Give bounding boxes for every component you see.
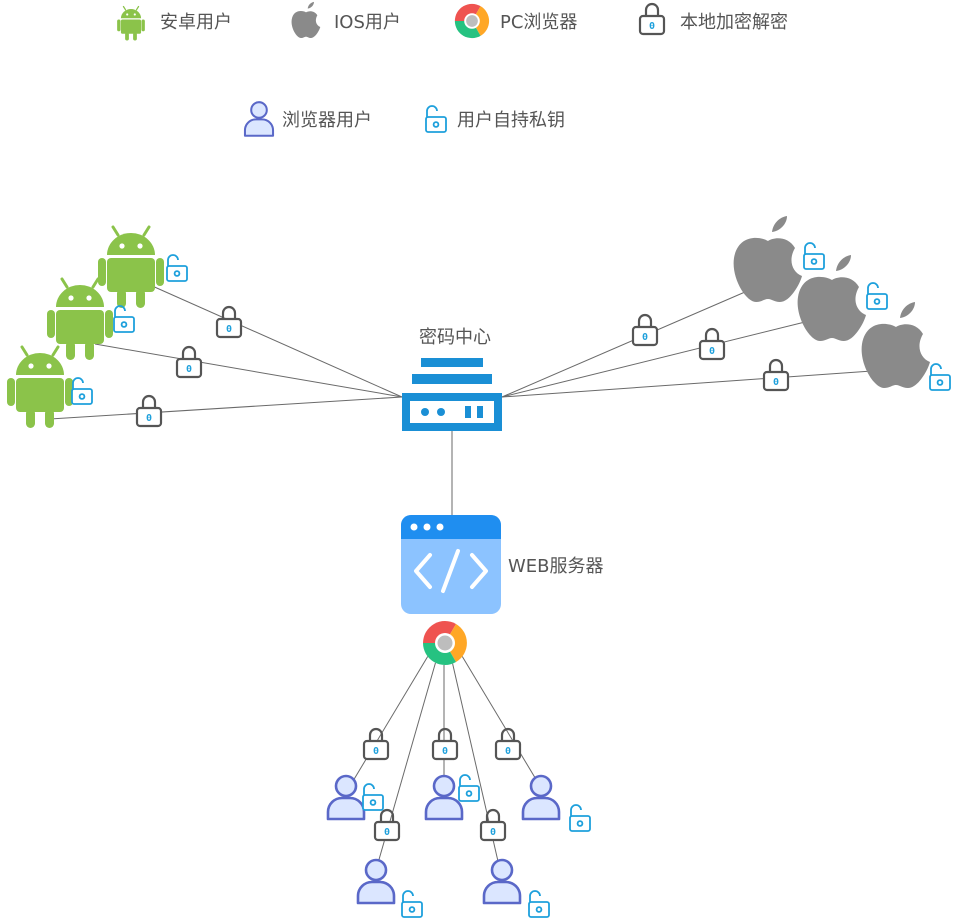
svg-text:0: 0	[709, 346, 715, 357]
legend-label: 本地加密解密	[680, 12, 788, 33]
connection-line	[501, 370, 873, 398]
lock-icon: 0	[638, 2, 666, 36]
connection-line	[149, 284, 403, 398]
ios-clients	[733, 216, 951, 391]
browser-user	[326, 774, 384, 821]
legend-item-pc-browser: PC浏览器	[454, 3, 577, 39]
apple-icon	[733, 216, 802, 302]
svg-text:0: 0	[505, 746, 511, 757]
user-icon	[356, 858, 396, 905]
android-icon	[5, 345, 75, 430]
legend-item-local-crypto: 0 本地加密解密	[638, 2, 788, 36]
lock-icon: 0	[431, 727, 459, 761]
chrome-icon	[454, 3, 490, 39]
svg-text:0: 0	[226, 324, 232, 335]
open-lock-icon	[528, 890, 550, 918]
open-lock-icon	[113, 305, 135, 333]
svg-text:0: 0	[442, 746, 448, 757]
user-icon	[326, 774, 366, 821]
connection-line	[461, 655, 541, 787]
connection-line	[349, 655, 429, 787]
open-lock-icon	[458, 774, 480, 802]
ios-client	[861, 302, 951, 391]
svg-text:0: 0	[649, 21, 655, 32]
connection-line	[501, 291, 746, 398]
open-lock-icon	[71, 377, 93, 405]
svg-text:0: 0	[642, 332, 648, 343]
legend-label: IOS用户	[334, 12, 401, 33]
apple-icon	[861, 302, 930, 388]
lock-icon: 0	[215, 305, 243, 339]
lock-icon: 0	[135, 394, 163, 428]
legend-label: 浏览器用户	[282, 110, 372, 131]
open-lock-icon	[803, 242, 825, 270]
lock-icon: 0	[373, 808, 401, 842]
lock-icon: 0	[479, 808, 507, 842]
svg-text:0: 0	[384, 827, 390, 838]
android-icon	[116, 5, 146, 42]
user-icon	[482, 858, 522, 905]
lock-icon: 0	[362, 727, 390, 761]
connection-line	[94, 343, 403, 398]
browser-user	[356, 858, 423, 918]
user-icon	[243, 101, 275, 137]
android-icon	[96, 225, 166, 310]
legend-item-browser-user: 浏览器用户	[243, 101, 372, 137]
open-lock-icon	[929, 363, 951, 391]
connection-line	[501, 321, 806, 398]
web-server-node: WEB服务器	[401, 515, 604, 614]
svg-text:0: 0	[373, 746, 379, 757]
password-center-label: 密码中心	[419, 327, 491, 348]
legend-item-android: 安卓用户	[116, 5, 232, 42]
lock-icon: 0	[631, 313, 659, 347]
legend-label: 安卓用户	[160, 12, 232, 33]
browser-users	[326, 774, 591, 918]
android-client	[5, 345, 93, 430]
legend-label: 用户自持私钥	[457, 110, 565, 131]
apple-icon	[291, 1, 321, 38]
open-lock-icon	[401, 890, 423, 918]
svg-text:0: 0	[186, 364, 192, 375]
browser-user	[424, 774, 480, 821]
svg-text:0: 0	[146, 413, 152, 424]
lock-icon: 0	[762, 358, 790, 392]
open-lock-icon	[425, 105, 447, 133]
open-lock-icon	[866, 282, 888, 310]
lock-icon: 0	[175, 345, 203, 379]
svg-text:0: 0	[490, 827, 496, 838]
user-icon	[424, 774, 464, 821]
browser-user	[482, 858, 550, 918]
code-window-icon	[401, 515, 501, 614]
legend-label: PC浏览器	[500, 12, 577, 33]
browser-user	[521, 774, 591, 832]
connections	[49, 284, 873, 871]
open-lock-icon	[569, 804, 591, 832]
chrome-icon	[423, 621, 467, 665]
web-server-label: WEB服务器	[508, 556, 604, 577]
line-locks: 0 0 0 0 0 0 0 0 0 0 0	[135, 305, 790, 842]
legend: 安卓用户 IOS用户 PC浏览器 0 本地加密解密 浏览器用户 用户自持私钥	[116, 1, 788, 137]
user-icon	[521, 774, 561, 821]
connection-line	[49, 396, 403, 420]
open-lock-icon	[362, 783, 384, 811]
legend-item-private-key: 用户自持私钥	[425, 105, 565, 133]
lock-icon: 0	[494, 727, 522, 761]
password-center-node: 密码中心	[402, 327, 502, 431]
legend-item-ios: IOS用户	[291, 1, 401, 38]
open-lock-icon	[166, 254, 188, 282]
server-icon	[402, 358, 502, 431]
android-clients	[5, 225, 188, 430]
lock-icon: 0	[698, 327, 726, 361]
svg-text:0: 0	[773, 377, 779, 388]
